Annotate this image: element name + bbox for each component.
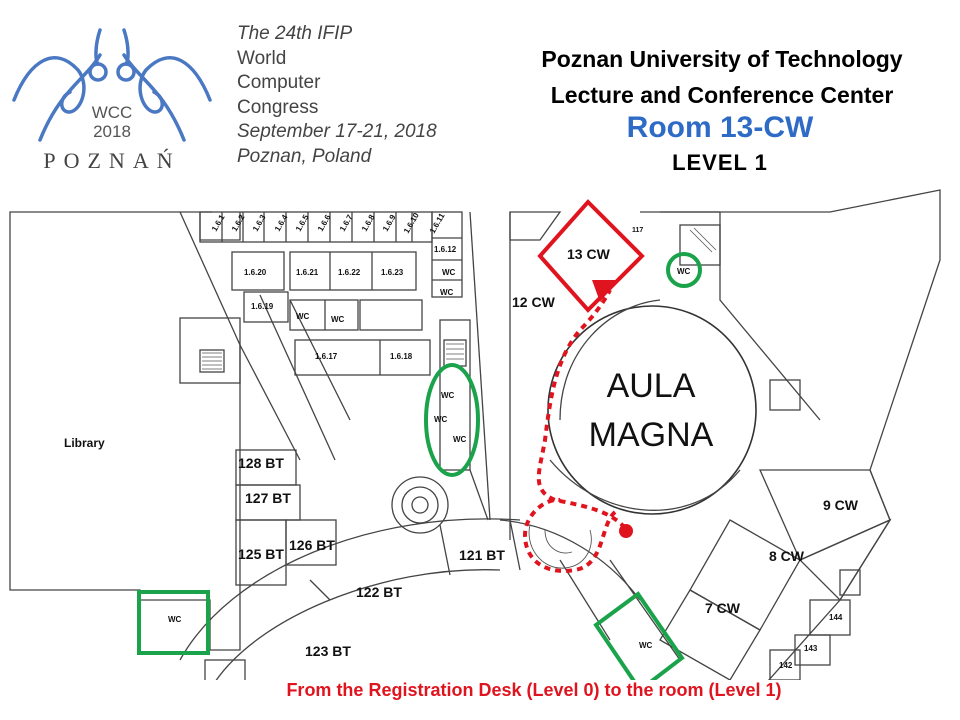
wc-label: WC <box>440 288 454 297</box>
congress-location: Poznan, Poland <box>237 145 372 167</box>
wc-highlight-circle <box>666 252 702 288</box>
room-1-6-4-label: 1.6.4 <box>273 213 290 233</box>
library-block <box>9 211 241 651</box>
room-8-cw-label: 8 CW <box>769 548 805 564</box>
floor-plan: 1.6.1 1.6.2 1.6.3 1.6.4 1.6.5 1.6.6 1.6.… <box>9 189 941 680</box>
logo-right-horn <box>138 56 212 114</box>
room-1-6-18-label: 1.6.18 <box>390 352 413 361</box>
logo-abbr: WCC <box>92 103 133 122</box>
room-1-6-19-label: 1.6.19 <box>251 302 274 311</box>
level-title: LEVEL 1 <box>672 150 768 175</box>
library-label: Library <box>64 436 105 450</box>
aula-magna-outline <box>547 305 757 515</box>
room-143-label: 143 <box>804 644 818 653</box>
room-127-bt-label: 127 BT <box>245 490 291 506</box>
room-1-6-12-label: 1.6.12 <box>434 245 457 254</box>
room-144-label: 144 <box>829 613 843 622</box>
room-117-label: 117 <box>632 227 643 234</box>
room-7-cw-label: 7 CW <box>705 600 741 616</box>
room-142-label: 142 <box>779 661 793 670</box>
room-1-6-20-label: 1.6.20 <box>244 268 267 277</box>
wc-label: WC <box>168 615 182 624</box>
wc-label: WC <box>331 315 345 324</box>
congress-word-congress: Congress <box>237 96 319 118</box>
start-point-marker <box>619 524 633 538</box>
logo-city: POZNAŃ <box>43 148 180 173</box>
wc-label: WC <box>296 312 310 321</box>
congress-edition: The 24th IFIP <box>237 23 353 44</box>
wc-label: WC <box>453 435 467 444</box>
room-9-cw-label: 9 CW <box>823 497 859 513</box>
congress-dates: September 17-21, 2018 <box>237 121 437 142</box>
congress-word-computer: Computer <box>237 72 321 93</box>
congress-word-world: World <box>237 47 287 69</box>
route-arrowhead <box>592 280 618 302</box>
room-1-6-2-label: 1.6.2 <box>230 213 247 233</box>
logo-left-horn <box>12 56 86 114</box>
room-125-bt-label: 125 BT <box>238 546 284 562</box>
room-13-cw-label: 13 CW <box>567 246 611 262</box>
wc-highlight-box <box>593 591 685 680</box>
venue-title: Poznan University of Technology <box>541 46 903 72</box>
wc-label: WC <box>434 415 448 424</box>
room-12-cw-label: 12 CW <box>512 294 556 310</box>
wc-highlight-ellipse <box>424 363 480 477</box>
room-123-bt-label: 123 BT <box>305 643 351 659</box>
venue-subtitle: Lecture and Conference Center <box>550 82 894 108</box>
room-1-6-21-label: 1.6.21 <box>296 268 319 277</box>
room-title: Room 13-CW <box>626 111 814 144</box>
room-1-6-10-label: 1.6.10 <box>402 211 421 235</box>
room-128-bt-label: 128 BT <box>238 455 284 471</box>
congress-info: The 24th IFIP World Computer Congress Se… <box>237 22 437 169</box>
aula-magna-label-line1: AULA <box>607 367 696 405</box>
route-path <box>536 289 627 530</box>
room-121-bt-label: 121 BT <box>459 547 505 563</box>
wcc-logo: WCC 2018 POZNAŃ <box>12 28 212 173</box>
target-room-highlight <box>537 199 645 313</box>
wc-label: WC <box>677 267 691 276</box>
wc-label: WC <box>639 641 653 650</box>
room-1-6-11-label: 1.6.11 <box>428 211 447 235</box>
room-1-6-3-label: 1.6.3 <box>251 213 268 233</box>
route-caption: From the Registration Desk (Level 0) to … <box>286 680 782 700</box>
route-path-stairs <box>522 497 617 573</box>
wc-label: WC <box>441 391 455 400</box>
room-1-6-22-label: 1.6.22 <box>338 268 361 277</box>
aula-magna-label-line2: MAGNA <box>589 416 714 454</box>
room-122-bt-label: 122 BT <box>356 584 402 600</box>
room-126-bt-label: 126 BT <box>289 537 335 553</box>
room-1-6-17-label: 1.6.17 <box>315 352 338 361</box>
room-1-6-1-label: 1.6.1 <box>210 213 227 233</box>
logo-year: 2018 <box>93 122 131 141</box>
room-1-6-23-label: 1.6.23 <box>381 268 404 277</box>
wc-highlight-box <box>137 590 210 655</box>
wc-label: WC <box>442 268 456 277</box>
